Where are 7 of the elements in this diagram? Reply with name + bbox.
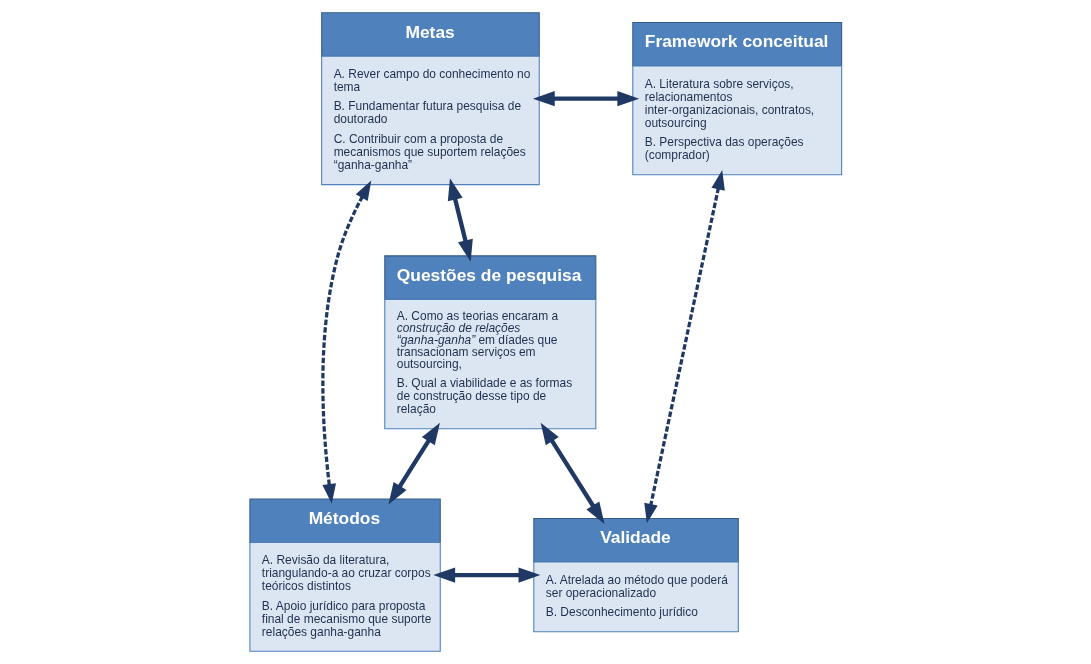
arrow <box>388 422 440 505</box>
arrow <box>321 180 372 504</box>
arrow <box>433 567 541 583</box>
arrow <box>532 91 640 107</box>
arrow <box>447 178 473 262</box>
arrow <box>644 170 725 524</box>
arrow <box>540 422 605 524</box>
